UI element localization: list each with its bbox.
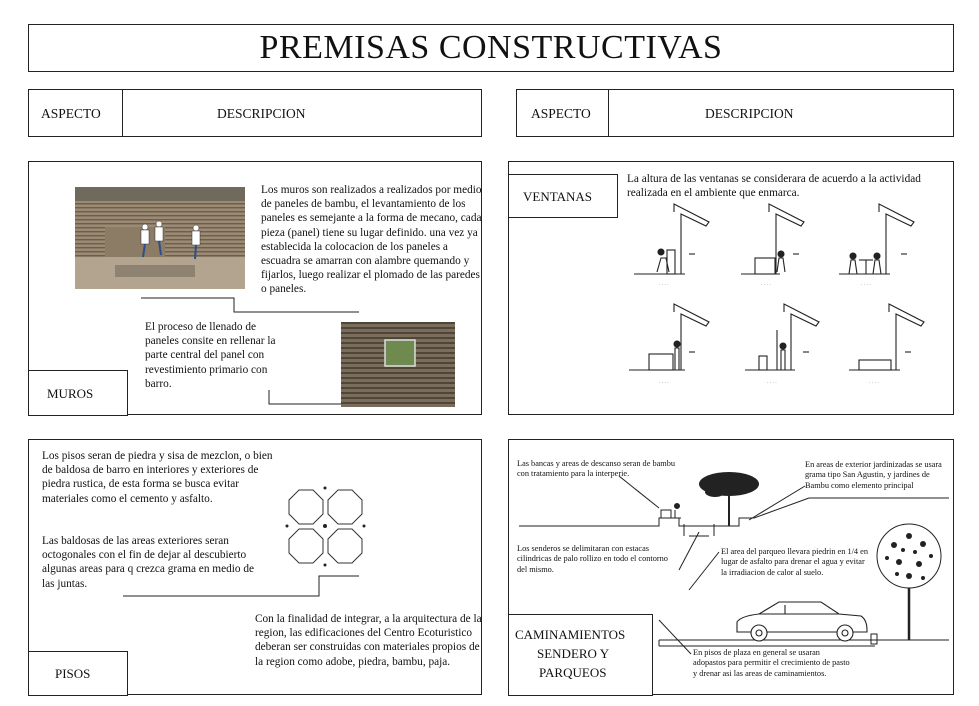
right-header: ASPECTO DESCRIPCION: [516, 89, 954, 137]
note-bancas: Las bancas y areas de descanso seran de …: [517, 459, 676, 479]
note-plaza: En pisos de plaza en general se usaran a…: [693, 648, 850, 678]
right-header-divider: [608, 90, 609, 136]
sketch-6: [849, 303, 925, 371]
svg-text:· · · ·: · · · ·: [659, 282, 669, 287]
muros-text-2: El proceso de llenado de paneles consite…: [145, 321, 276, 390]
ventanas-label-box: VENTANAS: [508, 174, 618, 218]
caminamientos-panel: Las bancas y areas de descanso seran de …: [508, 439, 954, 696]
left-aspect-label: ASPECTO: [41, 106, 101, 121]
sketch-4: [629, 303, 710, 371]
muros-text-1: Los muros son realizados a realizados po…: [261, 184, 482, 296]
large-tree-icon: [876, 523, 942, 640]
caminamientos-label-line1: CAMINAMIENTOS: [515, 627, 626, 642]
pisos-text-2: Las baldosas de las areas exteriores ser…: [42, 535, 255, 590]
svg-text:· · · ·: · · · ·: [869, 380, 879, 385]
landscape-sketch: [519, 472, 949, 655]
caminamientos-label-line3: PARQUEOS: [539, 665, 607, 680]
sketch-5: [745, 303, 820, 371]
bamboo-panels-photo: [75, 187, 245, 289]
small-tree-icon: [699, 472, 759, 526]
svg-text:· · · ·: · · · ·: [761, 282, 771, 287]
note-parqueo: El area del parqueo llevara piedrin en 1…: [721, 547, 868, 577]
left-header-divider: [122, 90, 123, 136]
svg-text:· · · ·: · · · ·: [659, 380, 669, 385]
right-description-label: DESCRIPCION: [705, 106, 794, 121]
sketch-2: [741, 203, 805, 275]
left-description-label: DESCRIPCION: [217, 106, 306, 121]
title-box: PREMISAS CONSTRUCTIVAS: [28, 24, 954, 72]
pisos-label-box: PISOS: [28, 651, 128, 696]
window-height-sketches: · · · · · · · · · · · · · · · · · · · · · · …: [629, 203, 925, 385]
muros-panel: Los muros son realizados a realizados po…: [28, 161, 482, 416]
pisos-text-3: Con la finalidad de integrar, a la arqui…: [255, 613, 482, 668]
caminamientos-label-box: CAMINAMIENTOS SENDERO Y PARQUEOS: [508, 614, 653, 696]
pisos-label: PISOS: [55, 666, 91, 681]
ventanas-text: La altura de las ventanas se considerara…: [627, 173, 921, 200]
muros-label: MUROS: [47, 386, 94, 401]
pisos-panel: Los pisos seran de piedra y sisa de mezc…: [28, 439, 482, 696]
note-jardin: En areas de exterior jardinizadas se usa…: [805, 460, 942, 490]
caminamientos-label-line2: SENDERO Y: [537, 646, 610, 661]
sketch-3: [839, 203, 915, 275]
page-title: PREMISAS CONSTRUCTIVAS: [259, 29, 723, 66]
octagonal-tiles-diagram: [123, 486, 366, 597]
muros-label-box: MUROS: [28, 370, 128, 416]
left-header: ASPECTO DESCRIPCION: [28, 89, 482, 137]
note-senderos: Los senderos se delimitaran con estacas …: [517, 544, 668, 574]
svg-text:· · · ·: · · · ·: [767, 380, 777, 385]
sketch-1: [634, 203, 710, 275]
filled-wall-photo: [341, 322, 455, 407]
ventanas-label: VENTANAS: [523, 189, 593, 204]
car-icon: [736, 601, 868, 642]
ventanas-panel: VENTANAS La altura de las ventanas se co…: [508, 161, 954, 415]
pisos-text-1: Los pisos seran de piedra y sisa de mezc…: [42, 450, 273, 505]
svg-text:· · · ·: · · · ·: [861, 282, 871, 287]
right-aspect-label: ASPECTO: [531, 106, 591, 121]
